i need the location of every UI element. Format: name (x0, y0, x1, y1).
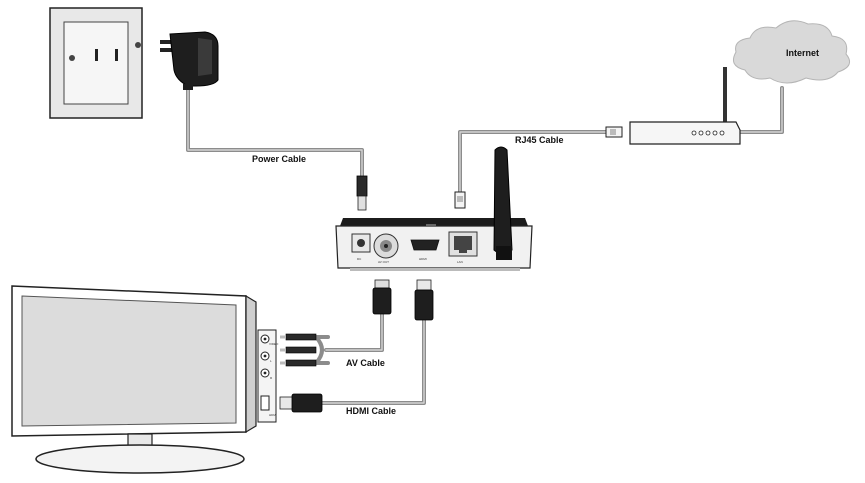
outlet-screw-left-icon (69, 55, 75, 61)
hdmi-plug-tv-icon (279, 393, 323, 413)
svg-text:VIDEO: VIDEO (269, 342, 279, 346)
wall-outlet (49, 7, 143, 119)
av-out-port: AV OUT (373, 233, 399, 264)
rj45-plug-icon (454, 191, 466, 209)
internet-label: Internet (786, 48, 819, 58)
power-cable-label: Power Cable (252, 154, 306, 164)
svg-text:R: R (270, 376, 273, 380)
outlet-slot-icon (95, 49, 98, 61)
rca-plugs-icon (280, 333, 317, 367)
power-cable (186, 80, 364, 180)
hdmi-cable (320, 316, 426, 405)
av-cable (314, 303, 384, 365)
internet-cloud-icon: Internet (733, 20, 851, 84)
antenna-icon (493, 146, 513, 260)
tv-port-panel: VIDEO L R HDMI (257, 329, 279, 423)
tv-screen (21, 295, 237, 427)
power-adapter-icon (160, 31, 219, 90)
svg-text:DC: DC (357, 257, 362, 261)
router-antenna-icon (723, 67, 727, 122)
rj45-cable-label: RJ45 Cable (515, 135, 564, 145)
rj45-cable (458, 130, 612, 197)
set-top-box: DC AV OUT HDMI LAN (335, 218, 533, 271)
svg-text:HDMI: HDMI (419, 257, 427, 261)
outlet-screw-right-icon (135, 42, 141, 48)
lan-port: LAN (448, 231, 478, 264)
hdmi-plug-box-icon (414, 279, 434, 321)
outlet-slot-icon (115, 49, 118, 61)
internet-link (733, 86, 784, 134)
rj45-plug-router-icon (605, 126, 623, 138)
svg-text:HDMI: HDMI (269, 413, 277, 417)
svg-text:AV OUT: AV OUT (378, 260, 389, 264)
hdmi-cable-label: HDMI Cable (346, 406, 396, 416)
svg-text:L: L (270, 359, 272, 363)
dc-plug-icon (356, 175, 368, 211)
hdmi-port: HDMI (410, 239, 440, 261)
av-cable-label: AV Cable (346, 358, 385, 368)
svg-text:LAN: LAN (457, 260, 463, 264)
dc-port: DC (351, 233, 371, 261)
television: VIDEO L R HDMI (11, 285, 279, 474)
av-plug-box-icon (372, 279, 392, 315)
router (629, 67, 741, 145)
